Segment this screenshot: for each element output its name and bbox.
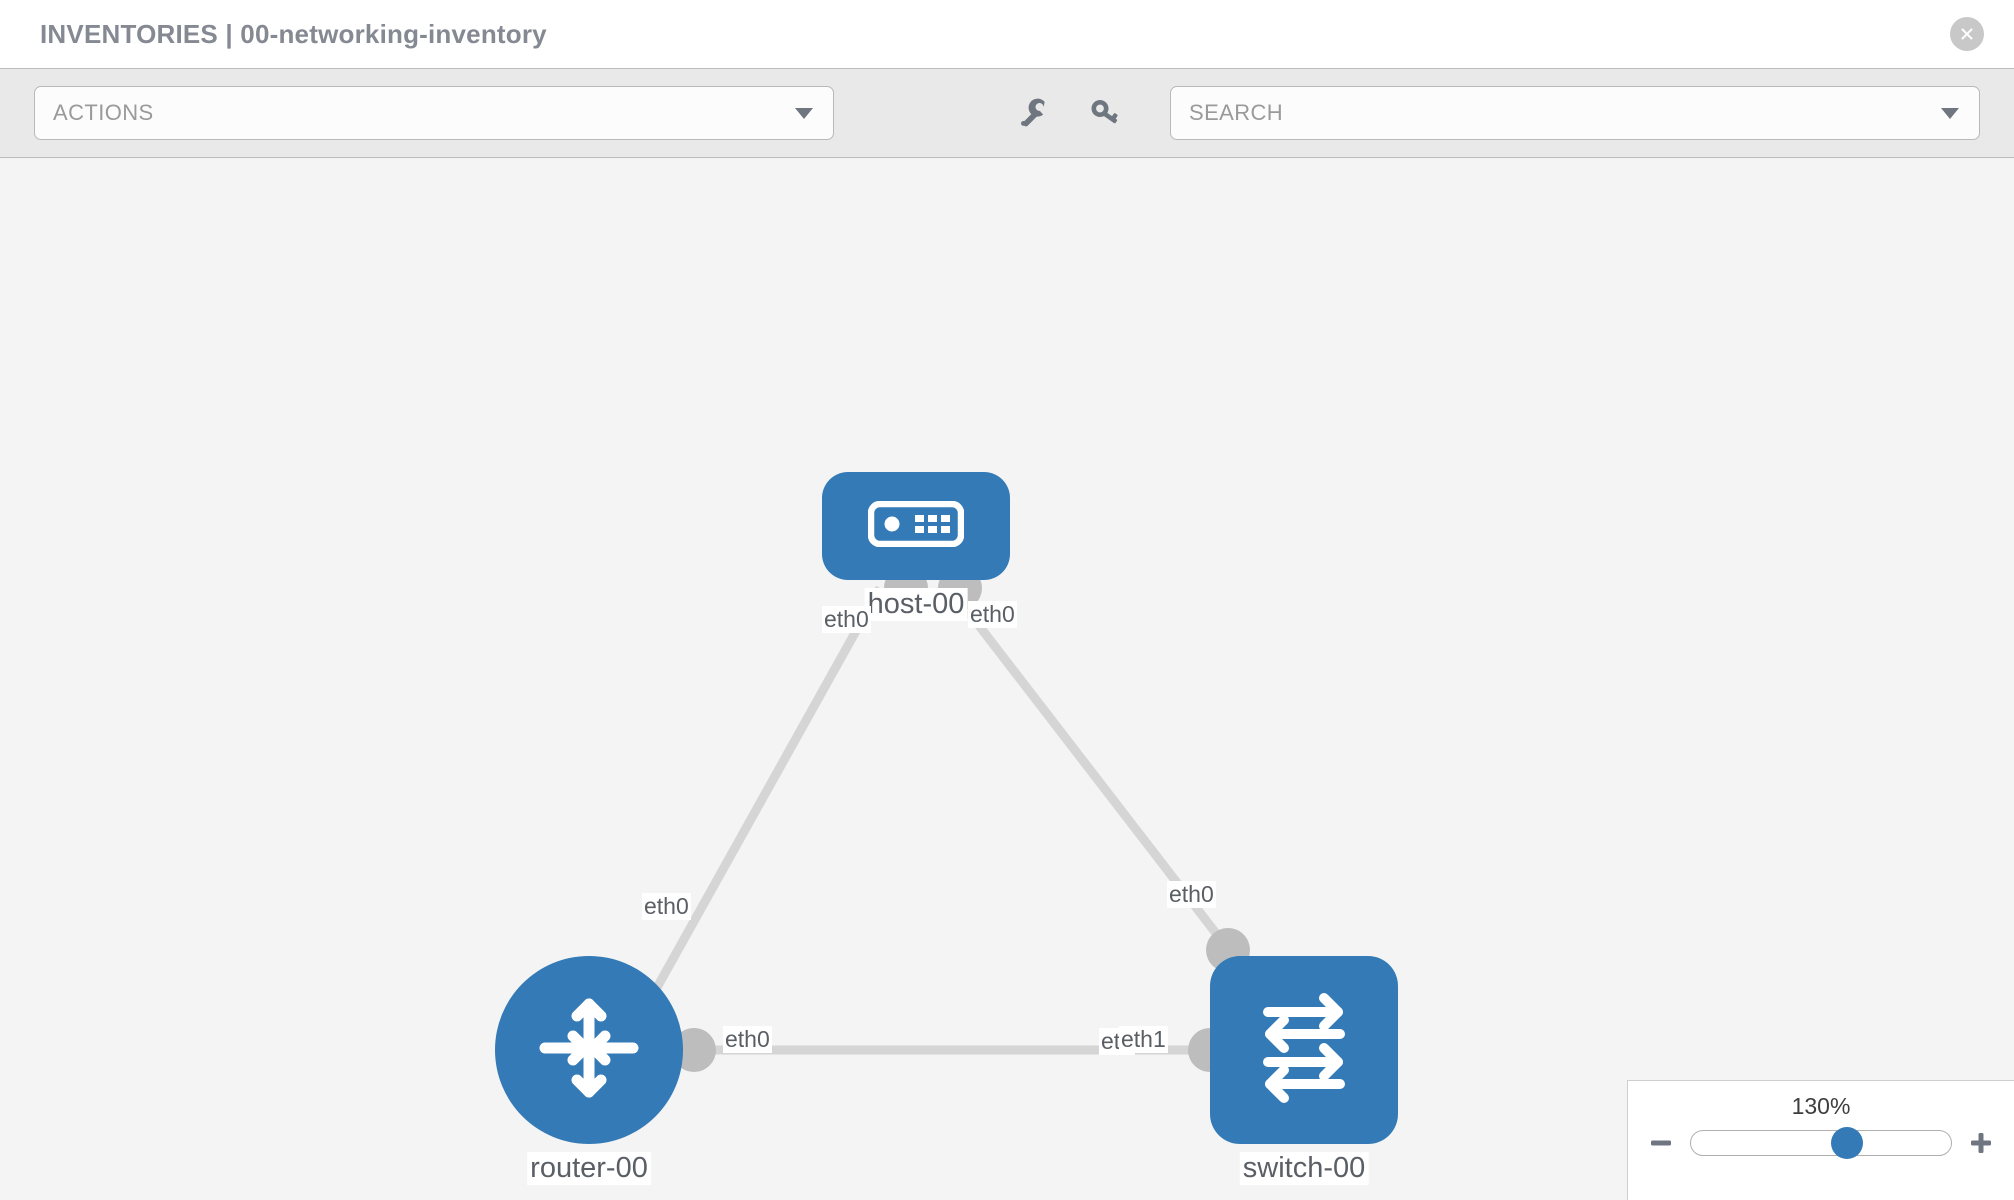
- plus-icon: [1971, 1133, 1991, 1153]
- server-icon: [867, 500, 965, 552]
- zoom-slider-row: [1628, 1127, 2014, 1159]
- node-host-00[interactable]: host-00: [822, 472, 1010, 621]
- toolbar-icon-group: [1014, 93, 1124, 133]
- topology-canvas[interactable]: host-00: [0, 158, 2014, 1200]
- zoom-out-button[interactable]: [1646, 1128, 1676, 1158]
- node-label-router: router-00: [527, 1152, 651, 1185]
- node-label-host: host-00: [864, 588, 968, 621]
- page-title: INVENTORIES | 00-networking-inventory: [40, 18, 547, 49]
- zoom-slider-track[interactable]: [1690, 1127, 1952, 1159]
- key-icon[interactable]: [1084, 93, 1124, 133]
- port-label-host-right: eth0: [968, 601, 1017, 628]
- node-label-switch: switch-00: [1239, 1152, 1369, 1185]
- search-field[interactable]: [1170, 86, 1980, 140]
- actions-dropdown-label: ACTIONS: [53, 100, 154, 125]
- toolbar: ACTIONS: [0, 68, 2014, 158]
- close-button[interactable]: [1950, 17, 1984, 51]
- host-node-shape[interactable]: [822, 472, 1010, 580]
- switch-arrows-icon: [1246, 990, 1362, 1111]
- edge-host-router: [636, 585, 884, 1021]
- port-label-router-up: eth0: [642, 893, 691, 920]
- zoom-level-value: 130%: [1791, 1093, 1851, 1119]
- router-node-shape[interactable]: [495, 956, 683, 1144]
- port-label-switch-left: eth1: [1119, 1026, 1168, 1053]
- switch-node-shape[interactable]: [1210, 956, 1398, 1144]
- wrench-icon[interactable]: [1014, 93, 1054, 133]
- zoom-in-button[interactable]: [1966, 1128, 1996, 1158]
- port-label-router-right: eth0: [723, 1026, 772, 1053]
- router-arrows-icon: [533, 992, 645, 1109]
- chevron-down-icon: [795, 107, 813, 119]
- zoom-control-panel: 130%: [1627, 1080, 2014, 1200]
- node-switch-00[interactable]: switch-00: [1210, 956, 1398, 1185]
- search-chevron-down-icon[interactable]: [1941, 107, 1959, 119]
- minus-icon: [1651, 1140, 1671, 1146]
- node-router-00[interactable]: router-00: [495, 956, 683, 1185]
- close-icon: [1957, 24, 1977, 44]
- topology-edges: [636, 585, 1239, 1055]
- search-input[interactable]: [1189, 100, 1961, 126]
- port-label-host-left: eth0: [822, 606, 871, 633]
- actions-dropdown[interactable]: ACTIONS: [34, 86, 834, 140]
- port-label-switch-up: eth0: [1167, 881, 1216, 908]
- page-header: INVENTORIES | 00-networking-inventory: [0, 0, 2014, 68]
- zoom-slider-thumb[interactable]: [1831, 1127, 1863, 1159]
